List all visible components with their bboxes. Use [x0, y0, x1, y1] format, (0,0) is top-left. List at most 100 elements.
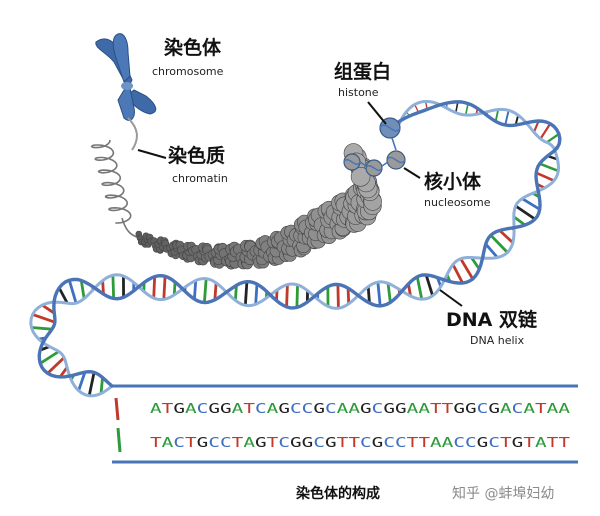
base-pair-rung	[451, 263, 464, 284]
base-pair-rung	[546, 132, 560, 144]
watermark: 知乎 @蚌埠妇幼	[452, 485, 554, 502]
base-pair-rung	[532, 120, 540, 133]
nucleotide-letter: C	[395, 435, 407, 451]
base-pair-rung	[535, 171, 555, 182]
dna-wrap	[343, 159, 361, 165]
base-pair-rung	[31, 326, 53, 331]
nucleotide-letter: T	[430, 401, 442, 417]
chromatin-bead	[350, 167, 371, 187]
base-pair-rung	[39, 350, 60, 365]
base-pair-rung	[514, 204, 536, 221]
nucleotide-letter: G	[220, 401, 232, 417]
base-pair-rung	[101, 280, 105, 295]
pointer-dna-helix	[439, 289, 463, 307]
base-pair-rung	[285, 284, 289, 307]
base-pair-rung	[424, 274, 434, 297]
nucleotide-letter: C	[465, 435, 477, 451]
nucleotide-letter: A	[185, 401, 197, 417]
nucleotide-letter: G	[278, 401, 290, 417]
helix-backbone	[37, 100, 562, 388]
nucleotide-letter: T	[523, 435, 535, 451]
nucleotide-letter: G	[173, 401, 185, 417]
nucleotide-letter: G	[197, 435, 209, 451]
base-pair-rung	[213, 282, 218, 300]
base-pair-rung	[512, 215, 526, 227]
nucleotide-letter: A	[348, 401, 360, 417]
nucleotide-letter: T	[185, 435, 197, 451]
nucleotide-letter: G	[512, 435, 524, 451]
nucleotide-letter: A	[500, 401, 512, 417]
base-pair-rung	[46, 356, 66, 375]
base-pair-rung	[32, 313, 56, 324]
nucleotide-letter: A	[558, 401, 570, 417]
label-dna-helix-cn: DNA 双链	[446, 308, 537, 331]
base-pair-rung	[295, 284, 299, 308]
base-tick	[116, 427, 122, 453]
label-dna-helix: DNA 双链 DNA helix	[439, 289, 537, 347]
label-histone: 组蛋白 histone	[334, 60, 391, 125]
base-pair-rung	[484, 243, 499, 259]
label-nucleosome: 核小体 nucleosome	[403, 167, 491, 209]
base-pair-rung	[111, 275, 116, 299]
base-pair-rung	[455, 101, 459, 113]
nucleotide-letter: G	[360, 401, 372, 417]
nucleotide-letter: G	[488, 401, 500, 417]
dna-wrap	[386, 156, 406, 164]
nucleotide-letter: C	[383, 435, 395, 451]
base-pair-rung	[346, 288, 351, 304]
base-pair-rung	[41, 303, 56, 315]
base-pair-rung	[539, 123, 552, 140]
chromatin-coil	[90, 139, 132, 224]
pointer-histone	[367, 101, 387, 125]
base-pair-rung	[494, 109, 500, 122]
base-pair-rung	[77, 371, 87, 392]
base-pair-rung	[87, 372, 96, 397]
base-pair-rung	[67, 279, 78, 304]
base-pair-rung	[243, 281, 249, 306]
label-chromosome-en: chromosome	[152, 65, 224, 78]
pointer-chromatin	[137, 149, 167, 159]
nucleotide-letter: C	[477, 401, 489, 417]
base-pair-rung	[336, 284, 340, 309]
nucleotide-letter: A	[407, 401, 419, 417]
base-pair-rung	[489, 234, 509, 254]
base-pair-rung	[415, 276, 424, 300]
linker-dna	[359, 137, 397, 167]
nucleotide-letter: T	[162, 401, 174, 417]
nucleotide-letter: G	[453, 401, 465, 417]
nucleotide-letter: C	[255, 401, 267, 417]
base-pair-rung	[99, 377, 104, 394]
nucleotide-letter: G	[372, 435, 384, 451]
label-chromosome: 染色体 chromosome	[152, 36, 224, 78]
dna-wrap	[379, 124, 401, 132]
nucleotide-letter: G	[477, 435, 489, 451]
base-pair-rung	[386, 283, 392, 303]
nucleotide-letter: T	[418, 435, 430, 451]
nucleotide-letter: C	[325, 401, 337, 417]
nucleotide-letter: C	[173, 435, 185, 451]
nucleotide-letter: G	[313, 401, 325, 417]
label-histone-en: histone	[338, 86, 379, 99]
base-pair-rung	[79, 280, 86, 299]
base-pair-rung	[366, 286, 371, 304]
nucleotide-letter: G	[383, 401, 395, 417]
base-pair-rung	[254, 283, 259, 305]
nucleotide-letter: C	[290, 401, 302, 417]
base-pair-rung	[459, 258, 474, 280]
nucleotide-letter: A	[430, 435, 442, 451]
nucleotide-letter: C	[302, 401, 314, 417]
dna-wrap	[365, 165, 383, 171]
label-chromatin-en: chromatin	[172, 172, 228, 185]
nucleotide-letter: T	[535, 401, 547, 417]
helix-backbone	[29, 99, 561, 398]
label-dna-helix-en: DNA helix	[470, 334, 525, 347]
nucleotide-letter: C	[220, 435, 232, 451]
base-pair-rung	[470, 256, 481, 270]
nucleotide-letter: T	[232, 435, 244, 451]
nucleotide-letter: A	[523, 401, 535, 417]
nucleotide-letter: C	[453, 435, 465, 451]
dna-straight-strands	[112, 384, 578, 464]
nucleotide-letter: T	[348, 435, 360, 451]
